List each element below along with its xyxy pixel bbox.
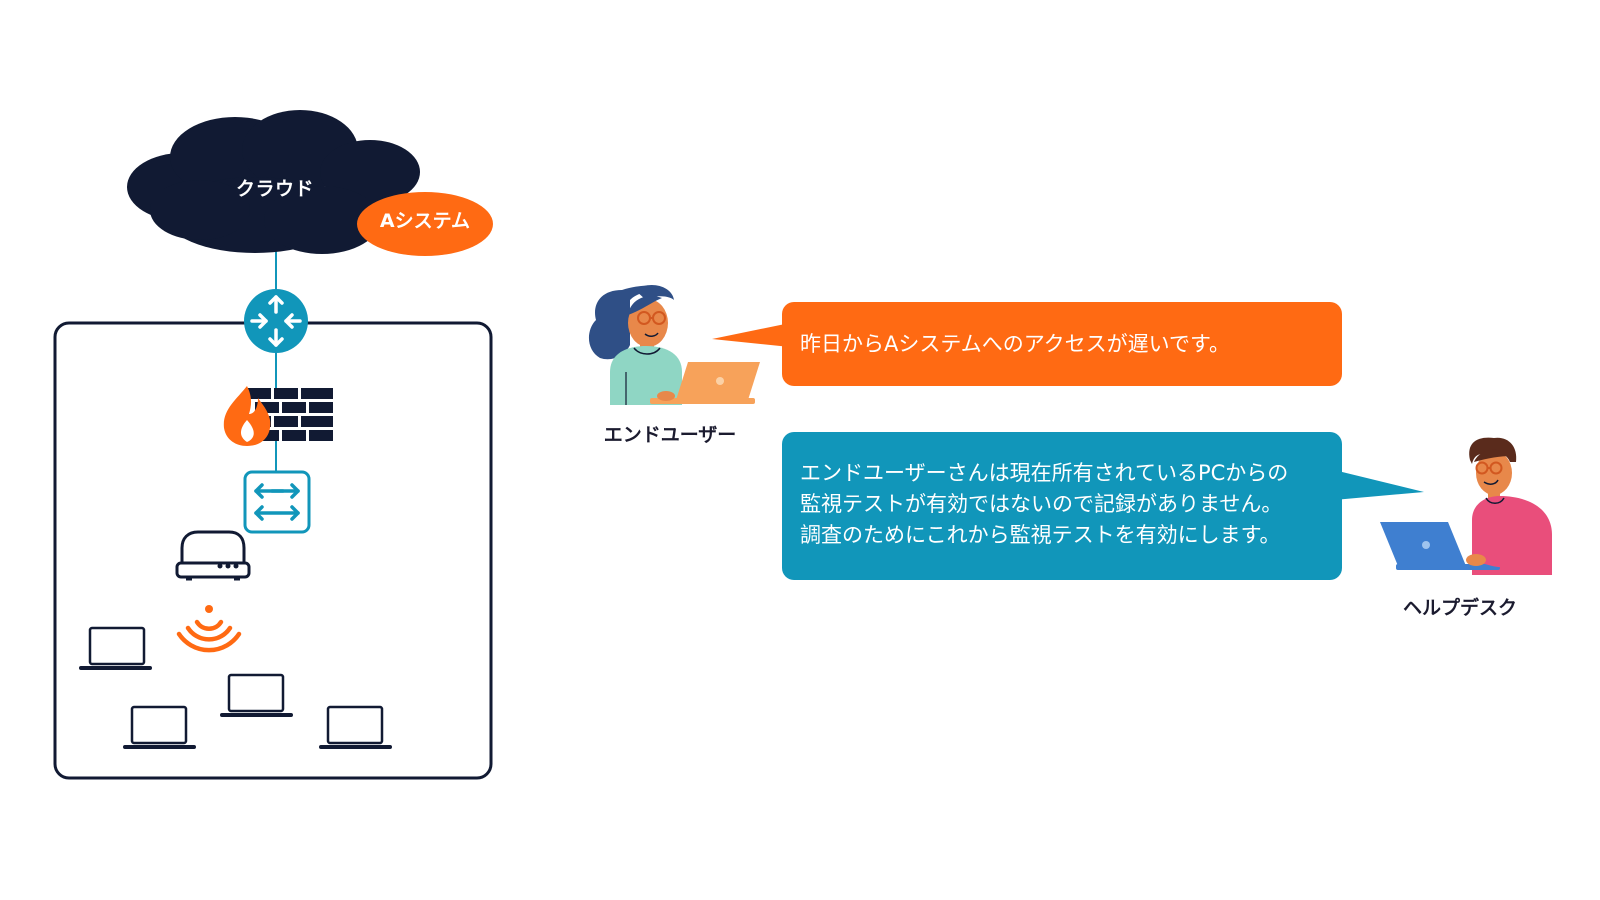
helpdesk-message-line: 調査のためにこれから監視テストを有効にします。: [800, 523, 1281, 547]
end-user-avatar: [588, 285, 760, 405]
system-badge: [357, 192, 493, 256]
end-user-label: エンドユーザー: [603, 424, 737, 446]
firewall-icon: [223, 386, 333, 446]
laptop-icon: [319, 705, 392, 749]
helpdesk-bubble: [782, 432, 1424, 580]
switch-icon: [243, 470, 311, 534]
helpdesk-label: ヘルプデスク: [1402, 597, 1517, 619]
helpdesk-message-line: エンドユーザーさんは現在所有されているPCからの: [800, 461, 1289, 485]
router-icon: [244, 289, 308, 353]
helpdesk-message-line: 監視テストが有効ではないので記録がありません。: [800, 492, 1283, 516]
helpdesk-message: エンドユーザーさんは現在所有されているPCからの 監視テストが有効ではないので記…: [782, 432, 1342, 580]
end-user-message: 昨日からAシステムへのアクセスが遅いです。: [782, 302, 1342, 386]
access-point-icon: [175, 530, 251, 581]
cloud-icon: [127, 110, 420, 254]
laptop-icon: [79, 626, 152, 670]
end-user-message-text: 昨日からAシステムへのアクセスが遅いです。: [800, 331, 1230, 356]
end-user-bubble: [712, 302, 1342, 386]
wifi-icon: [176, 605, 242, 653]
system-label: Aシステム: [379, 210, 471, 232]
helpdesk-avatar: [1380, 437, 1552, 575]
cloud-label: クラウド: [235, 178, 314, 200]
laptop-icon: [123, 705, 196, 749]
laptop-icon: [220, 673, 293, 717]
